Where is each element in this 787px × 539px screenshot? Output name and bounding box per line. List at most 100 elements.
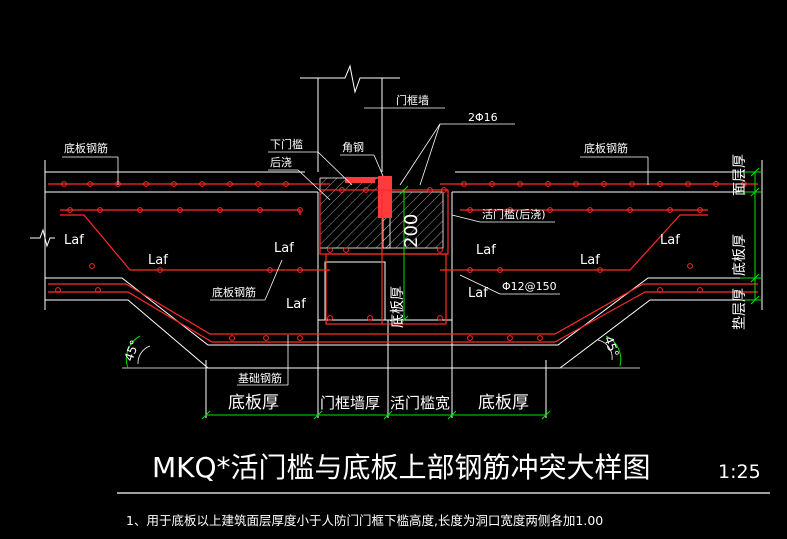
rebar-2phi16-label: 2Φ16: [468, 111, 498, 124]
rebar-dot: [537, 335, 543, 341]
slab-rebar-left-label: 底板钢筋: [64, 141, 108, 155]
rebar-dot: [217, 207, 223, 213]
rebar-dot: [467, 335, 473, 341]
bottom-slab-rebar-label: 底板钢筋: [212, 285, 256, 299]
rebar-dot: [229, 335, 235, 341]
drawing-note: 1、用于底板以上建筑面层厚度小于人防门门框下槛高度,长度为洞口宽度两侧各加1.0…: [126, 513, 603, 528]
laf-label: Laf: [274, 241, 294, 256]
rebar-dot: [263, 335, 269, 341]
rebar-dot: [95, 287, 101, 293]
rebar-dot: [297, 207, 303, 213]
rebar-dot: [97, 207, 103, 213]
break-symbols: [30, 64, 400, 248]
angle-steel-label: 角钢: [342, 141, 364, 154]
right-layer-top-label: 面层厚: [732, 154, 748, 196]
rebar-dot: [573, 181, 579, 187]
rebar-dot: [507, 335, 513, 341]
rebar-dot: [61, 181, 67, 187]
rebar-dot: [227, 181, 233, 187]
post-pour-label: 后浇: [270, 156, 292, 169]
rebar-dots: [55, 181, 747, 341]
dim-label-movable-sill-width: 活门槛宽: [390, 394, 450, 412]
structure-outline: [44, 78, 763, 418]
rebar-dot: [545, 181, 551, 187]
laf-label: Laf: [580, 253, 600, 268]
annotation-text: 门框墙 下门槛 后浇 角钢 2Φ16 底板钢筋 底板钢筋 活门槛(后浇) Φ12…: [64, 93, 770, 528]
rebar-dot: [157, 267, 163, 273]
rebar-dot: [627, 207, 633, 213]
rebar-dot: [255, 181, 261, 187]
angle-left-label: 45°: [122, 338, 142, 363]
rebar-dot: [601, 181, 607, 187]
rebar-dot: [657, 287, 663, 293]
rebar-dot: [629, 181, 635, 187]
rebar-dot: [687, 263, 693, 269]
right-layer-mid-label: 底板厚: [732, 234, 748, 276]
laf-label: Laf: [148, 253, 168, 268]
rebar-dot: [667, 207, 673, 213]
rebar-dot: [199, 181, 205, 187]
slab-rebar-right-label: 底板钢筋: [584, 141, 628, 155]
dim-label-slab-thickness-left: 底板厚: [228, 393, 279, 413]
rebar-dot: [467, 267, 473, 273]
rebar-dot: [171, 181, 177, 187]
rebar-dot: [427, 187, 433, 193]
dim-200-label: 200: [401, 214, 422, 248]
laf-label: Laf: [660, 233, 680, 248]
dim-label-slab-thickness-right: 底板厚: [478, 393, 529, 413]
laf-label: Laf: [468, 286, 488, 301]
rebar-dot: [137, 207, 143, 213]
rebar-dot: [89, 263, 95, 269]
rebar-phi12-label: Φ12@150: [502, 280, 557, 293]
movable-sill-label: 活门槛(后浇): [482, 207, 546, 221]
foundation-rebar-label: 基础钢筋: [238, 371, 282, 385]
laf-label: Laf: [286, 297, 306, 312]
rebar-dot: [297, 335, 303, 341]
rebar-dot: [267, 267, 273, 273]
rebar-dot: [713, 181, 719, 187]
rebar-dot: [517, 181, 523, 187]
rebar-dot: [367, 315, 373, 321]
rebar-dot: [363, 187, 369, 193]
rebar-dot: [87, 181, 93, 187]
rebar-dot: [143, 181, 149, 187]
dimension-lines: [125, 167, 762, 420]
rebar-dot: [67, 207, 73, 213]
rebar-dot: [55, 287, 61, 293]
rebar-dot: [327, 315, 333, 321]
rebar-lines: [48, 183, 758, 343]
rebar-dot: [489, 181, 495, 187]
rebar-dot: [507, 207, 513, 213]
rebar-dot: [437, 315, 443, 321]
rebar-dot: [697, 207, 703, 213]
rebar-dot: [597, 267, 603, 273]
rebar-dot: [587, 207, 593, 213]
rebar-dot: [697, 287, 703, 293]
angle-right-label: 45°: [601, 334, 621, 359]
drawing-title: MKQ*活门槛与底板上部钢筋冲突大样图: [152, 451, 651, 484]
drawing-scale: 1:25: [718, 461, 761, 483]
rebar-dot: [327, 247, 333, 253]
bottom-slab-thickness-vertical: 底板厚: [390, 286, 406, 328]
rebar-dot: [339, 187, 345, 193]
rebar-dot: [441, 187, 447, 193]
rebar-dot: [657, 181, 663, 187]
rebar-dot: [547, 207, 553, 213]
door-frame-wall-label: 门框墙: [396, 93, 429, 107]
right-layer-bottom-label: 垫层厚: [732, 288, 748, 330]
rebar-dot: [467, 207, 473, 213]
rebar-dot: [497, 267, 503, 273]
rebar-dot: [283, 181, 289, 187]
rebar-dot: [177, 207, 183, 213]
rebar-dot: [741, 181, 747, 187]
rebar-dot: [685, 181, 691, 187]
rebar-dot: [461, 181, 467, 187]
lower-door-sill-label: 下门槛: [270, 137, 303, 151]
rebar-dot: [343, 247, 349, 253]
dim-label-door-frame-wall: 门框墙厚: [320, 394, 380, 412]
laf-label: Laf: [476, 243, 496, 258]
rebar-dot: [297, 267, 303, 273]
laf-label: Laf: [64, 233, 84, 248]
rebar-dot: [257, 207, 263, 213]
